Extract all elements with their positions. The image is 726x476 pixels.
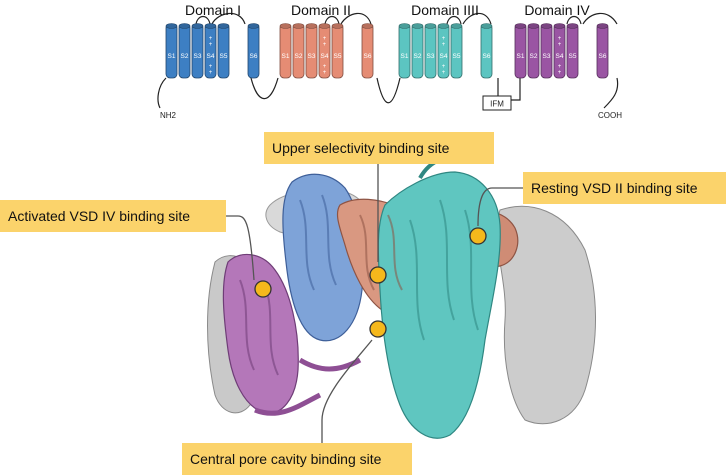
- helix-s5: S5: [450, 23, 463, 79]
- charge-plus-icon: +: [209, 64, 213, 70]
- activated-vsd4-callout: Activated VSD IV binding site: [0, 200, 226, 232]
- charge-plus-icon: +: [558, 42, 562, 48]
- grey-density-right: [496, 205, 596, 425]
- helix-label: S5: [334, 53, 342, 60]
- helix-label: S3: [543, 53, 551, 60]
- helix-s5: S5: [217, 23, 230, 79]
- helix-label: S4: [321, 53, 329, 60]
- helix-s1: S1: [398, 23, 411, 79]
- charge-plus-icon: +: [209, 70, 213, 76]
- helix-label: S3: [308, 53, 316, 60]
- helix-s2: S2: [527, 23, 540, 79]
- charge-plus-icon: +: [442, 42, 446, 48]
- helix-s3: S3: [305, 23, 318, 79]
- helix-label: S3: [427, 53, 435, 60]
- helix-s3: S3: [191, 23, 204, 79]
- helix-s6: S6: [480, 23, 493, 79]
- helix-s5: S5: [566, 23, 579, 79]
- helix-label: S5: [453, 53, 461, 60]
- helix-s6: S6: [361, 23, 374, 79]
- topology-backbone: [157, 12, 619, 109]
- helix-s4: S4++++: [318, 23, 331, 79]
- domain-label: Domain IIII: [411, 2, 479, 18]
- helix-label: S4: [440, 53, 448, 60]
- ifm-box: [482, 95, 512, 111]
- helix-label: S6: [483, 53, 491, 60]
- helix-label: S5: [220, 53, 228, 60]
- domain-label: Domain II: [291, 2, 351, 18]
- n-terminus-label: NH2: [160, 111, 177, 120]
- helix-label: S6: [364, 53, 372, 60]
- helix-s2: S2: [292, 23, 305, 79]
- domain-label: Domain IV: [524, 2, 590, 18]
- helix-label: S2: [295, 53, 303, 60]
- domain-iv-helices: [222, 253, 299, 414]
- helix-label: S2: [181, 53, 189, 60]
- central-pore-callout: Central pore cavity binding site: [182, 443, 412, 475]
- helix-label: S2: [414, 53, 422, 60]
- helix-label: S2: [530, 53, 538, 60]
- marker-activated-vsd4: [254, 280, 272, 298]
- helix-s6: S6: [247, 23, 260, 79]
- charge-plus-icon: +: [209, 36, 213, 42]
- marker-resting-vsd2: [469, 227, 487, 245]
- ifm-label: IFM: [490, 100, 504, 109]
- helix-s3: S3: [540, 23, 553, 79]
- upper-selectivity-callout: Upper selectivity binding site: [264, 132, 494, 164]
- helix-label: S1: [282, 53, 290, 60]
- helix-s1: S1: [279, 23, 292, 79]
- charge-plus-icon: +: [323, 64, 327, 70]
- charge-plus-icon: +: [558, 64, 562, 70]
- helix-s1: S1: [165, 23, 178, 79]
- charge-plus-icon: +: [442, 36, 446, 42]
- charge-plus-icon: +: [442, 70, 446, 76]
- marker-central-pore: [369, 320, 387, 338]
- charge-plus-icon: +: [323, 70, 327, 76]
- helix-label: S4: [207, 53, 215, 60]
- charge-plus-icon: +: [558, 36, 562, 42]
- domain-label: Domain I: [185, 2, 241, 18]
- helix-s4: S4++++: [204, 23, 217, 79]
- helix-label: S1: [168, 53, 176, 60]
- marker-upper-selectivity: [369, 266, 387, 284]
- helix-label: S6: [599, 53, 607, 60]
- leader-central-pore: [321, 339, 373, 443]
- leader-resting-vsd2: [477, 187, 523, 227]
- helix-s5: S5: [331, 23, 344, 79]
- helix-s4: S4++++: [437, 23, 450, 79]
- leader-activated-vsd4: [210, 215, 255, 281]
- charge-plus-icon: +: [323, 36, 327, 42]
- binding-site-markers: [254, 227, 487, 338]
- domain-iv-linker: [254, 357, 362, 416]
- resting-vsd2-callout: Resting VSD II binding site: [523, 172, 726, 204]
- helix-s4: S4++++: [553, 23, 566, 79]
- helix-label: S1: [401, 53, 409, 60]
- c-terminus-label: COOH: [598, 111, 622, 120]
- helix-s2: S2: [411, 23, 424, 79]
- helix-label: S6: [250, 53, 258, 60]
- charge-plus-icon: +: [558, 70, 562, 76]
- charge-plus-icon: +: [209, 42, 213, 48]
- helix-texture: [239, 194, 479, 376]
- domain-iii-helices: [377, 171, 501, 439]
- charge-plus-icon: +: [442, 64, 446, 70]
- helix-s2: S2: [178, 23, 191, 79]
- charge-plus-icon: +: [323, 42, 327, 48]
- helix-label: S1: [517, 53, 525, 60]
- helix-label: S3: [194, 53, 202, 60]
- leader-lines: [210, 164, 523, 443]
- helix-s1: S1: [514, 23, 527, 79]
- helix-s3: S3: [424, 23, 437, 79]
- helix-s6: S6: [596, 23, 609, 79]
- helix-label: S5: [569, 53, 577, 60]
- helix-label: S4: [556, 53, 564, 60]
